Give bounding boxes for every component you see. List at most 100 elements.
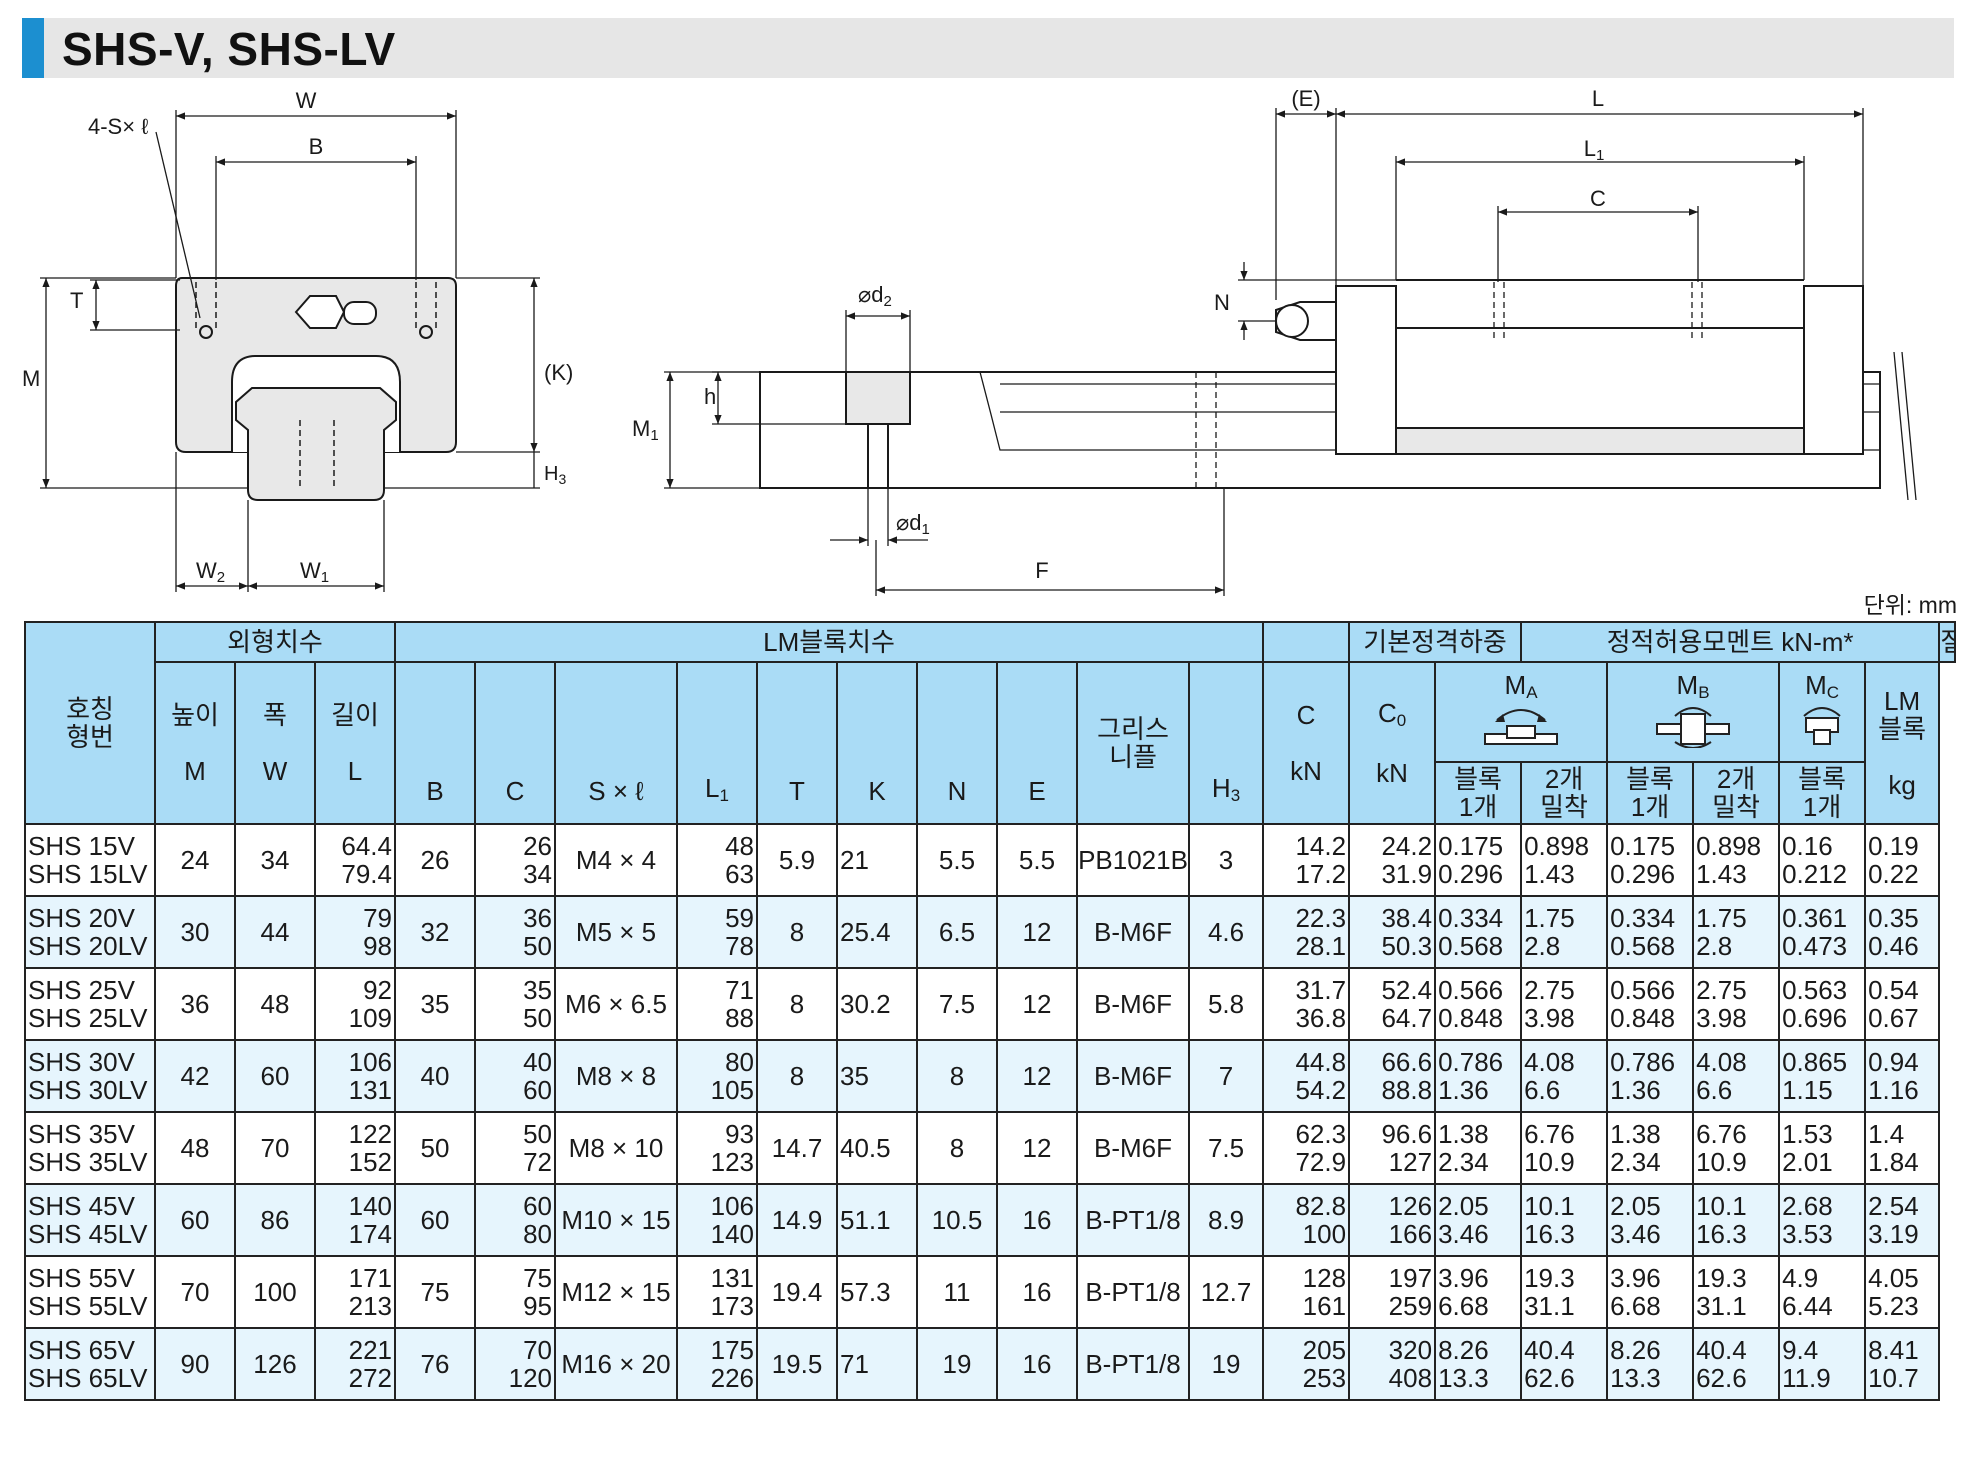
header-load-rating: 기본정격하중 (1348, 621, 1523, 663)
dim-C-label: C (1590, 186, 1606, 211)
cell-kg: 0.35 0.46 (1864, 895, 1941, 969)
cell-w: 48 (234, 967, 316, 1041)
header-grease: 그리스 니플 (1076, 661, 1190, 825)
cell-cr: 205 253 (1262, 1327, 1351, 1401)
cell-mc1: 0.16 0.212 (1778, 823, 1867, 897)
cell-n: 10.5 (916, 1183, 998, 1257)
cell-kg: 0.19 0.22 (1864, 823, 1941, 897)
cell-k: 35 (836, 1039, 918, 1113)
cell-ma2: 4.08 6.6 (1520, 1039, 1609, 1113)
header-moment: 정적허용모멘트 kN-m* (1520, 621, 1941, 663)
cell-mc1: 4.9 6.44 (1778, 1255, 1867, 1329)
cell-n: 7.5 (916, 967, 998, 1041)
cell-w: 126 (234, 1327, 316, 1401)
cell-w: 60 (234, 1039, 316, 1113)
cell-model: SHS 55V SHS 55LV (24, 1255, 156, 1329)
dim-E-label: (E) (1291, 86, 1320, 111)
cell-e: 12 (996, 1039, 1078, 1113)
cell-h3: 19 (1187, 1327, 1265, 1401)
cell-e: 16 (996, 1255, 1078, 1329)
cell-c0: 197 259 (1348, 1255, 1437, 1329)
cell-l1: 71 88 (676, 967, 758, 1041)
cell-k: 40.5 (836, 1111, 918, 1185)
cell-mb2: 10.1 16.3 (1692, 1183, 1781, 1257)
dim-M-label: M (22, 366, 40, 391)
cell-l1: 59 78 (676, 895, 758, 969)
cell-c0: 126 166 (1348, 1183, 1437, 1257)
cell-ma2: 1.75 2.8 (1520, 895, 1609, 969)
header-K: K (836, 661, 918, 825)
cell-ma1: 8.26 13.3 (1434, 1327, 1523, 1401)
dim-L1-label: L1 (1584, 136, 1605, 164)
cell-k: 21 (836, 823, 918, 897)
cell-m: 36 (154, 967, 236, 1041)
front-view-labels: W B 4-S× ℓ T M (K) H3 W2 W1 (22, 88, 573, 586)
cell-mb2: 40.4 62.6 (1692, 1327, 1781, 1401)
dim-d2-label: ⌀d2 (858, 282, 892, 310)
cell-cr: 128 161 (1262, 1255, 1351, 1329)
cell-c0: 320 408 (1348, 1327, 1437, 1401)
cell-mc1: 0.361 0.473 (1778, 895, 1867, 969)
title-bar: SHS-V, SHS-LV (22, 18, 1954, 78)
cell-model: SHS 45V SHS 45LV (24, 1183, 156, 1257)
cell-mb1: 0.334 0.568 (1606, 895, 1695, 969)
header-MB: MB (1606, 661, 1781, 763)
header-S: S × ℓ (554, 661, 678, 825)
cell-h3: 5.8 (1187, 967, 1265, 1041)
cell-kg: 4.05 5.23 (1864, 1255, 1941, 1329)
header-h3-spacer (1262, 621, 1351, 663)
header-MA: MA (1434, 661, 1609, 763)
page-title: SHS-V, SHS-LV (62, 23, 396, 75)
cell-w: 100 (234, 1255, 316, 1329)
cell-ma1: 1.38 2.34 (1434, 1111, 1523, 1185)
header-mass: 질량 (1938, 621, 1956, 663)
cell-mb1: 0.175 0.296 (1606, 823, 1695, 897)
cell-ma1: 0.334 0.568 (1434, 895, 1523, 969)
cell-mb2: 1.75 2.8 (1692, 895, 1781, 969)
cell-s: M5 × 5 (554, 895, 678, 969)
cell-ma2: 0.898 1.43 (1520, 823, 1609, 897)
cell-w: 34 (234, 823, 316, 897)
header-outer-dims: 외형치수 (154, 621, 396, 663)
cell-b: 50 (394, 1111, 476, 1185)
cell-model: SHS 25V SHS 25LV (24, 967, 156, 1041)
cell-e: 12 (996, 967, 1078, 1041)
cell-kg: 1.4 1.84 (1864, 1111, 1941, 1185)
cell-ma2: 2.75 3.98 (1520, 967, 1609, 1041)
cell-mb1: 1.38 2.34 (1606, 1111, 1695, 1185)
cell-m: 24 (154, 823, 236, 897)
cell-ma1: 0.175 0.296 (1434, 823, 1523, 897)
unit-label: 단위: mm (1863, 592, 1957, 618)
cell-c: 35 50 (474, 967, 556, 1041)
cell-k: 51.1 (836, 1183, 918, 1257)
dim-h-label: h (704, 384, 716, 409)
cell-grease: B-M6F (1076, 967, 1190, 1041)
cell-ma1: 0.786 1.36 (1434, 1039, 1523, 1113)
cell-mb2: 2.75 3.98 (1692, 967, 1781, 1041)
side-view (759, 279, 1917, 501)
cell-h3: 7 (1187, 1039, 1265, 1113)
cell-mb1: 8.26 13.3 (1606, 1327, 1695, 1401)
cell-e: 16 (996, 1327, 1078, 1401)
cell-l1: 48 63 (676, 823, 758, 897)
cell-s: M16 × 20 (554, 1327, 678, 1401)
header-L1: L1 (676, 661, 758, 825)
cell-grease: B-M6F (1076, 1039, 1190, 1113)
header-MC: MC (1778, 661, 1867, 763)
cell-mc1: 2.68 3.53 (1778, 1183, 1867, 1257)
cell-c: 40 60 (474, 1039, 556, 1113)
cell-c: 50 72 (474, 1111, 556, 1185)
cell-c0: 24.2 31.9 (1348, 823, 1437, 897)
dim-F-label: F (1035, 558, 1048, 583)
cell-kg: 0.94 1.16 (1864, 1039, 1941, 1113)
cell-mb2: 0.898 1.43 (1692, 823, 1781, 897)
moment-a-icon (1484, 709, 1559, 746)
dim-T-label: T (70, 288, 83, 313)
cell-k: 25.4 (836, 895, 918, 969)
cell-l: 64.4 79.4 (314, 823, 396, 897)
cell-t: 19.4 (756, 1255, 838, 1329)
